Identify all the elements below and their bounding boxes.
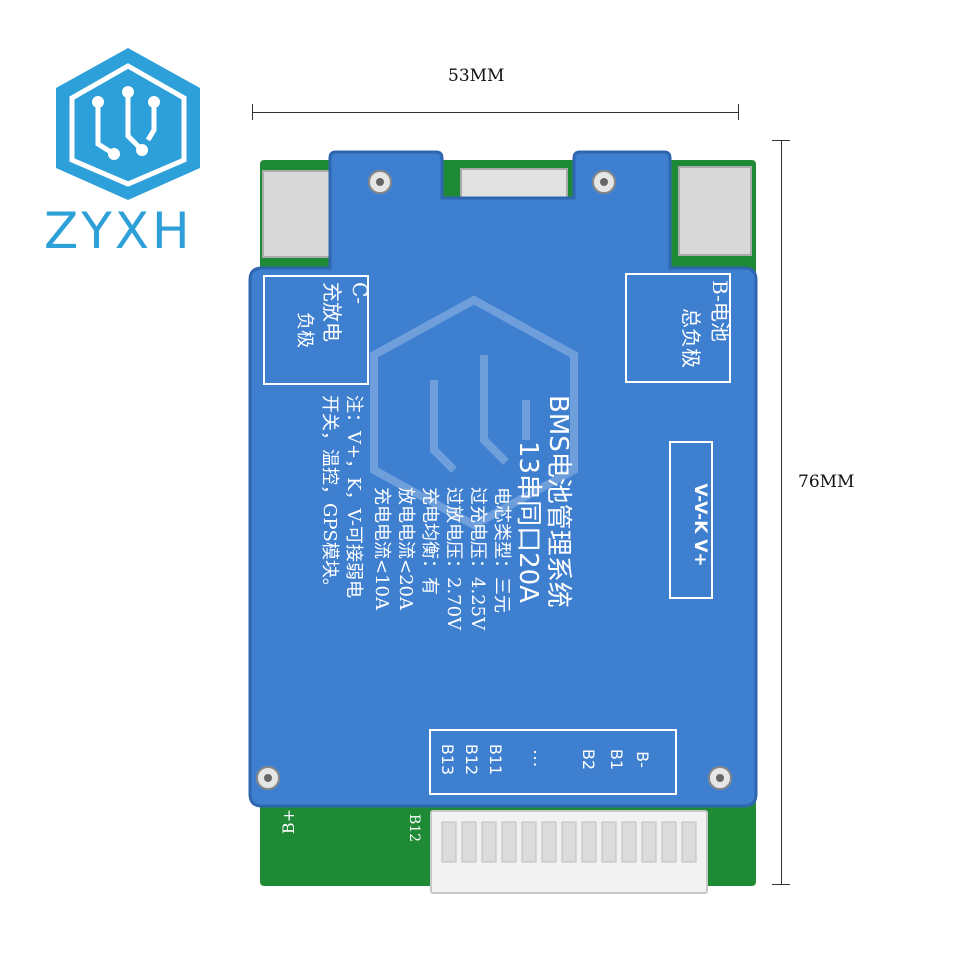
- width-dimension-line: [252, 112, 738, 113]
- solder-pad-left: [262, 170, 332, 258]
- left-box-line3: 负极: [294, 312, 315, 348]
- right-box-line2: 总负极: [679, 308, 703, 368]
- note-line: 注：V+，K，V-可接弱电: [343, 395, 364, 598]
- pin-labels: B13 B12 B11 ⋮ B2 B1 B-: [430, 730, 676, 794]
- spec-line: 充电电流<10A: [371, 487, 392, 610]
- connector-pins-icon: [441, 821, 697, 863]
- right-box-line1: B-电池: [708, 280, 732, 342]
- note-line: 开关，温控，GPS模块。: [319, 395, 340, 596]
- spec-line: 放电电流<20A: [395, 487, 416, 610]
- left-box-line2: 充放电: [320, 282, 344, 342]
- cover-text-group: C- 充放电 负极 B-电池 总负极 BMS电池管理系统 13串同口20A 电芯…: [264, 272, 748, 802]
- circuit-hexagon-icon: [56, 48, 200, 200]
- height-dimension-line: [781, 140, 782, 884]
- left-box-line1: C-: [348, 282, 372, 305]
- left-terminal-label: C- 充放电 负极: [272, 282, 372, 382]
- width-tick-left: [252, 104, 253, 120]
- pin-b2: B2: [579, 748, 599, 771]
- pin-b-minus: B-: [632, 751, 652, 768]
- pin-b11: B11: [486, 743, 506, 776]
- screw-icons: [256, 170, 732, 790]
- height-dimension-label: 76MM: [798, 472, 855, 492]
- pin-b13: B13: [438, 743, 458, 776]
- pin-ellipsis: ⋮: [526, 748, 544, 769]
- pin-b12: B12: [462, 743, 482, 776]
- solder-pad-right: [678, 166, 752, 256]
- width-dimension-label: 53MM: [448, 66, 505, 86]
- width-tick-right: [738, 104, 739, 120]
- brand-name: ZYXH: [44, 202, 193, 260]
- height-tick-top: [772, 140, 790, 141]
- right-terminal-label: B-电池 总负极: [636, 280, 736, 380]
- balance-connector: [430, 810, 708, 894]
- cover-shape: [248, 150, 758, 808]
- height-tick-bottom: [772, 884, 790, 885]
- signal-port-label: V-V-K V+: [690, 483, 710, 567]
- aluminum-cover: [244, 150, 764, 810]
- brand-logo: ZYXH: [44, 44, 212, 274]
- pin-b1: B1: [607, 748, 627, 771]
